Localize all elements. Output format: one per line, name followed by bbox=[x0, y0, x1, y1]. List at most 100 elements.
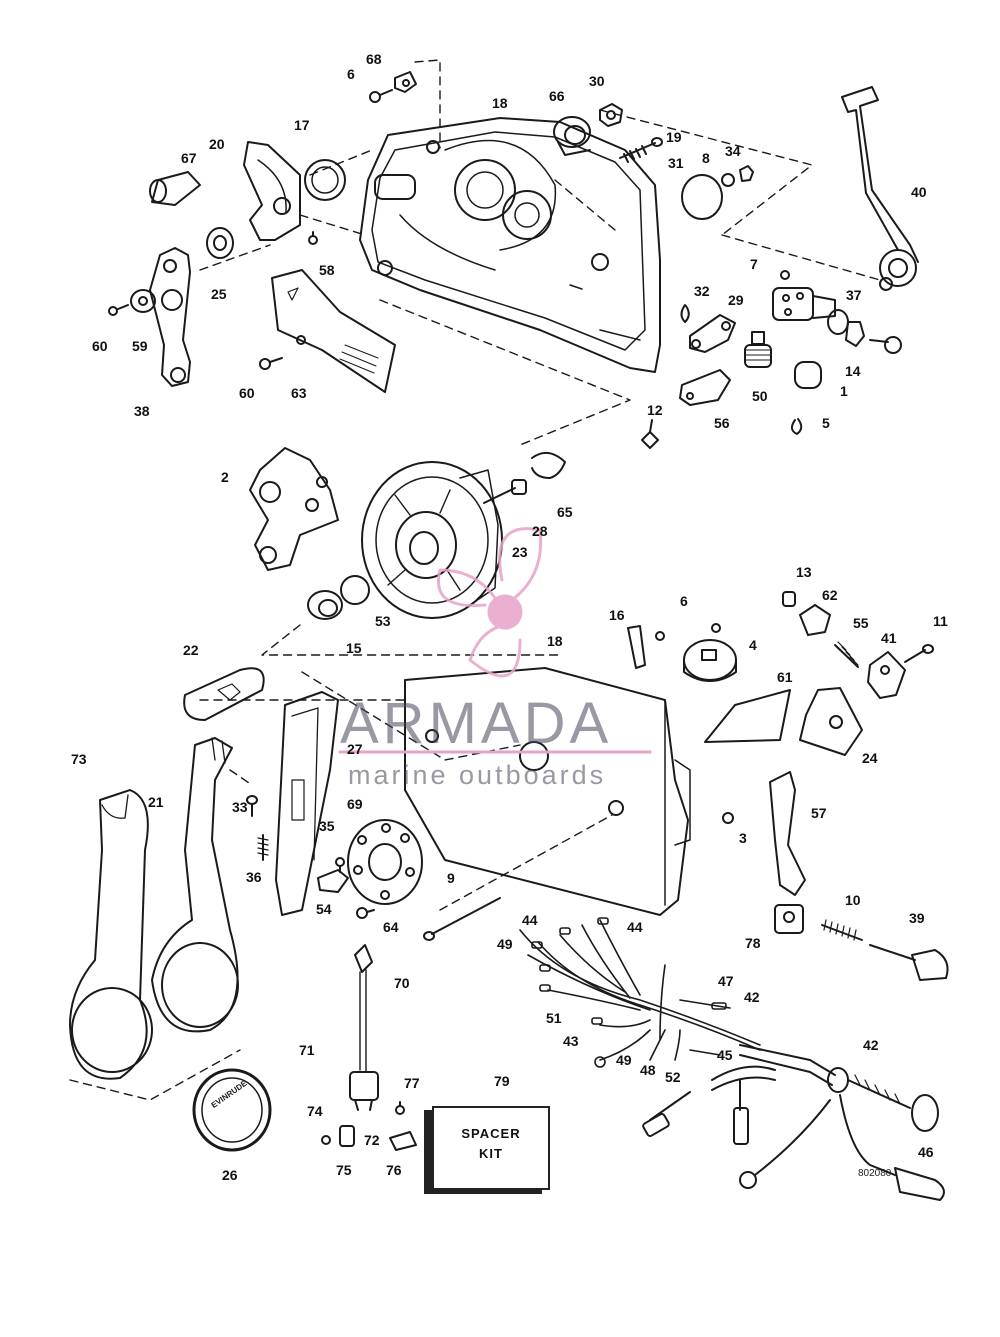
part-label: 16 bbox=[609, 607, 625, 623]
part-label: 49 bbox=[497, 936, 513, 952]
part-27-bar bbox=[275, 691, 339, 916]
part-1-cap bbox=[794, 361, 822, 389]
part-17-ring bbox=[304, 159, 346, 201]
part-6-screw-top bbox=[369, 89, 393, 103]
part-label: 71 bbox=[299, 1042, 315, 1058]
part-label: 2 bbox=[221, 469, 229, 485]
part-label: 60 bbox=[92, 338, 108, 354]
part-label: 72 bbox=[364, 1132, 380, 1148]
part-label: 32 bbox=[694, 283, 710, 299]
part-19-screw bbox=[619, 137, 663, 163]
part-label: 6 bbox=[680, 593, 688, 609]
part-59-washer bbox=[130, 289, 156, 313]
part-label: 50 bbox=[752, 388, 768, 404]
part-11-screw bbox=[904, 644, 934, 663]
part-label: 46 bbox=[918, 1144, 934, 1160]
part-label: 47 bbox=[718, 973, 734, 989]
spacer-kit-line2: KIT bbox=[479, 1146, 503, 1161]
part-label: 40 bbox=[911, 184, 927, 200]
part-label: 7 bbox=[750, 256, 758, 272]
part-label: 38 bbox=[134, 403, 150, 419]
part-label: 27 bbox=[347, 741, 363, 757]
part-label: 31 bbox=[668, 155, 684, 171]
part-label: 19 bbox=[666, 129, 682, 145]
part-label: 33 bbox=[232, 799, 248, 815]
part-12-screw bbox=[641, 419, 659, 449]
part-label: 63 bbox=[291, 385, 307, 401]
part-label: 75 bbox=[336, 1162, 352, 1178]
part-label: 51 bbox=[546, 1010, 562, 1026]
part-54-clip bbox=[317, 869, 349, 893]
part-label: 45 bbox=[717, 1047, 733, 1063]
part-label: 53 bbox=[375, 613, 391, 629]
part-label: 73 bbox=[71, 751, 87, 767]
part-61-strip bbox=[704, 689, 791, 743]
part-label: 1 bbox=[840, 383, 848, 399]
part-label: 39 bbox=[909, 910, 925, 926]
part-53-ring bbox=[340, 575, 370, 605]
part-77-screw bbox=[395, 1101, 405, 1115]
part-3-screw bbox=[722, 812, 734, 824]
part-42-cable bbox=[642, 1044, 945, 1201]
part-4-switch bbox=[683, 639, 737, 682]
part-label: 68 bbox=[366, 51, 382, 67]
part-24-plate bbox=[799, 687, 863, 756]
part-label: 42 bbox=[744, 989, 760, 1005]
part-label: 74 bbox=[307, 1103, 323, 1119]
part-64-screw bbox=[356, 907, 375, 919]
part-label: 6 bbox=[347, 66, 355, 82]
part-label: 56 bbox=[714, 415, 730, 431]
part-57-link bbox=[769, 771, 806, 896]
part-label: 30 bbox=[589, 73, 605, 89]
part-label: 55 bbox=[853, 615, 869, 631]
lower-housing-part bbox=[404, 667, 691, 916]
part-label: 48 bbox=[640, 1062, 656, 1078]
part-73-handle bbox=[69, 789, 153, 1080]
watermark-name: ARMADA bbox=[340, 691, 613, 756]
part-60-screw-a bbox=[108, 304, 129, 316]
part-31-cover bbox=[681, 174, 723, 220]
part-label: 35 bbox=[319, 818, 335, 834]
part-76-terminal bbox=[389, 1131, 417, 1151]
part-label: 65 bbox=[557, 504, 573, 520]
part-label: 22 bbox=[183, 642, 199, 658]
part-41-detent bbox=[867, 651, 906, 699]
part-label: 26 bbox=[222, 1167, 238, 1183]
part-label: 58 bbox=[319, 262, 335, 278]
part-9-bolt bbox=[423, 897, 501, 941]
part-32-spring bbox=[680, 304, 690, 323]
part-label: 10 bbox=[845, 892, 861, 908]
part-label: 49 bbox=[616, 1052, 632, 1068]
part-28-bolt bbox=[483, 479, 527, 504]
part-62-block bbox=[799, 604, 831, 636]
part-5-spring bbox=[791, 418, 803, 435]
part-22-cap bbox=[183, 667, 265, 721]
part-25-washer bbox=[206, 227, 234, 259]
part-label: 15 bbox=[346, 640, 362, 656]
part-label: 60 bbox=[239, 385, 255, 401]
part-label: 29 bbox=[728, 292, 744, 308]
part-label: 25 bbox=[211, 286, 227, 302]
part-label: 69 bbox=[347, 796, 363, 812]
part-label: 44 bbox=[522, 912, 538, 928]
part-8-washer bbox=[721, 173, 735, 187]
part-67-block bbox=[149, 171, 201, 206]
part-label: 61 bbox=[777, 669, 793, 685]
part-label: 4 bbox=[749, 637, 757, 653]
part-36-spring bbox=[257, 834, 269, 861]
wiring-harness bbox=[519, 917, 761, 1068]
part-label: 78 bbox=[745, 935, 761, 951]
part-7-screw bbox=[780, 270, 790, 280]
part-65-bushing bbox=[531, 451, 566, 479]
part-label: 28 bbox=[532, 523, 548, 539]
part-40-arm bbox=[841, 86, 919, 291]
part-label: 66 bbox=[549, 88, 565, 104]
part-label: 57 bbox=[811, 805, 827, 821]
part-label: 5 bbox=[822, 415, 830, 431]
part-label: 43 bbox=[563, 1033, 579, 1049]
part-16-bracket bbox=[627, 625, 646, 669]
part-70-lead bbox=[354, 944, 373, 1073]
part-50-plug bbox=[744, 331, 772, 368]
part-label: 76 bbox=[386, 1162, 402, 1178]
part-label: 36 bbox=[246, 869, 262, 885]
